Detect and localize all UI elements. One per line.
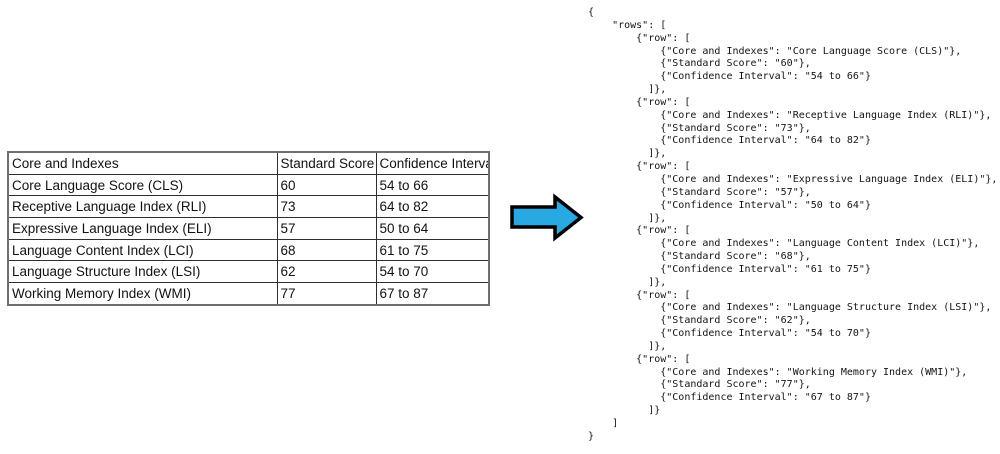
table-row: Core Language Score (CLS) 60 54 to 66: [7, 173, 490, 197]
json-code: { "rows": [ {"row": [ {"Core and Indexes…: [588, 7, 998, 442]
table-row: Language Content Index (LCI) 68 61 to 75: [7, 238, 490, 262]
table-cell-index-name: Working Memory Index (WMI): [7, 282, 278, 306]
right-arrow-shape: [510, 193, 584, 242]
table-cell-index-name: Language Structure Index (LSI): [7, 260, 278, 284]
table-cell-standard-score: 77: [276, 282, 377, 306]
right-arrow-icon: [508, 193, 586, 243]
column-header-core-and-indexes: Core and Indexes: [7, 151, 278, 175]
table-row: Receptive Language Index (RLI) 73 64 to …: [7, 195, 490, 219]
table-row: Working Memory Index (WMI) 77 67 to 87: [7, 282, 490, 306]
table-cell-confidence-interval: 67 to 87: [375, 282, 490, 306]
column-header-standard-score: Standard Score: [276, 151, 377, 175]
table-cell-confidence-interval: 54 to 70: [375, 260, 490, 284]
table-cell-index-name: Core Language Score (CLS): [7, 173, 278, 197]
table-cell-index-name: Language Content Index (LCI): [7, 238, 278, 262]
column-header-confidence-interval: Confidence Interval: [375, 151, 490, 175]
table-cell-standard-score: 62: [276, 260, 377, 284]
table-header-row: Core and Indexes Standard Score Confiden…: [7, 151, 490, 175]
score-table: Core and Indexes Standard Score Confiden…: [7, 151, 490, 306]
table-cell-index-name: Expressive Language Index (ELI): [7, 217, 278, 240]
table-cell-index-name: Receptive Language Index (RLI): [7, 195, 278, 219]
table-cell-confidence-interval: 64 to 82: [375, 195, 490, 219]
table-cell-confidence-interval: 50 to 64: [375, 217, 490, 240]
table-row: Language Structure Index (LSI) 62 54 to …: [7, 260, 490, 284]
table-cell-confidence-interval: 61 to 75: [375, 238, 490, 262]
table-cell-standard-score: 60: [276, 173, 377, 197]
table-cell-standard-score: 57: [276, 217, 377, 240]
table-cell-standard-score: 68: [276, 238, 377, 262]
table-row: Expressive Language Index (ELI) 57 50 to…: [7, 217, 490, 240]
table-cell-confidence-interval: 54 to 66: [375, 173, 490, 197]
table-cell-standard-score: 73: [276, 195, 377, 219]
